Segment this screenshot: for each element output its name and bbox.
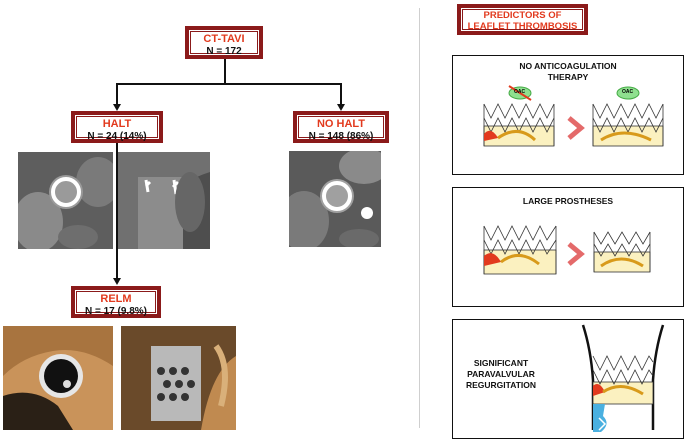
node-ct-tavi-title: CT-TAVI [203,33,245,45]
ct-image-no-halt-axial [289,151,381,247]
arrow-to-relm [113,278,121,285]
predictors-header-line2: LEAFLET THROMBOSIS [467,20,578,32]
node-halt: HALT N = 24 (14%) [71,111,163,143]
vertical-divider [419,8,420,428]
panel1-title-line1: NO ANTICOAGULATION [519,61,617,71]
node-relm: RELM N = 17 (9.8%) [71,286,161,318]
connector-root-down [224,59,226,83]
node-no-halt: NO HALT N = 148 (86%) [293,111,389,143]
connector-horizontal [116,83,341,85]
connector-to-halt [116,83,118,105]
panel3-line1: SIGNIFICANT [473,358,529,368]
panel3-line2: PARAVALVULAR [467,369,535,379]
panel-no-anticoagulation: NO ANTICOAGULATION THERAPY [452,55,684,175]
connector-halt-to-relm [116,143,118,279]
panel3-illustration [581,324,665,432]
panel1-badge-oac-left: OAC [514,89,526,95]
node-relm-count: N = 17 (9.8%) [85,305,147,317]
panel1-badge-oac-right: OAC [622,89,634,95]
node-relm-title: RELM [100,293,132,305]
predictors-header: PREDICTORS OF LEAFLET THROMBOSIS [457,4,588,35]
panel2-illustration [483,225,651,275]
connector-to-no-halt [340,83,342,105]
node-no-halt-title: NO HALT [316,118,366,130]
node-ct-tavi: CT-TAVI N = 172 [185,26,263,59]
ct-image-halt-longitudinal [118,152,210,249]
arrow-to-no-halt [337,104,345,111]
panel1-illustration [483,85,664,147]
predictors-header-line1: PREDICTORS OF [483,10,562,21]
panel2-title: LARGE PROSTHESES [522,196,614,206]
panel-large-prostheses: LARGE PROSTHESES [452,187,684,307]
panel1-title-line2: THERAPY [547,72,589,82]
node-halt-title: HALT [102,118,132,130]
render-3d-relm-axial [3,326,113,430]
arrow-to-halt [113,104,121,111]
ct-image-halt-axial [18,152,113,249]
node-ct-tavi-count: N = 172 [206,45,242,57]
render-3d-relm-longitudinal [121,326,236,430]
node-no-halt-count: N = 148 (86%) [308,130,374,142]
panel-paravalvular-regurgitation: SIGNIFICANT PARAVALVULAR REGURGITATION [452,319,684,439]
node-halt-count: N = 24 (14%) [87,130,147,142]
panel3-line3: REGURGITATION [465,380,537,390]
